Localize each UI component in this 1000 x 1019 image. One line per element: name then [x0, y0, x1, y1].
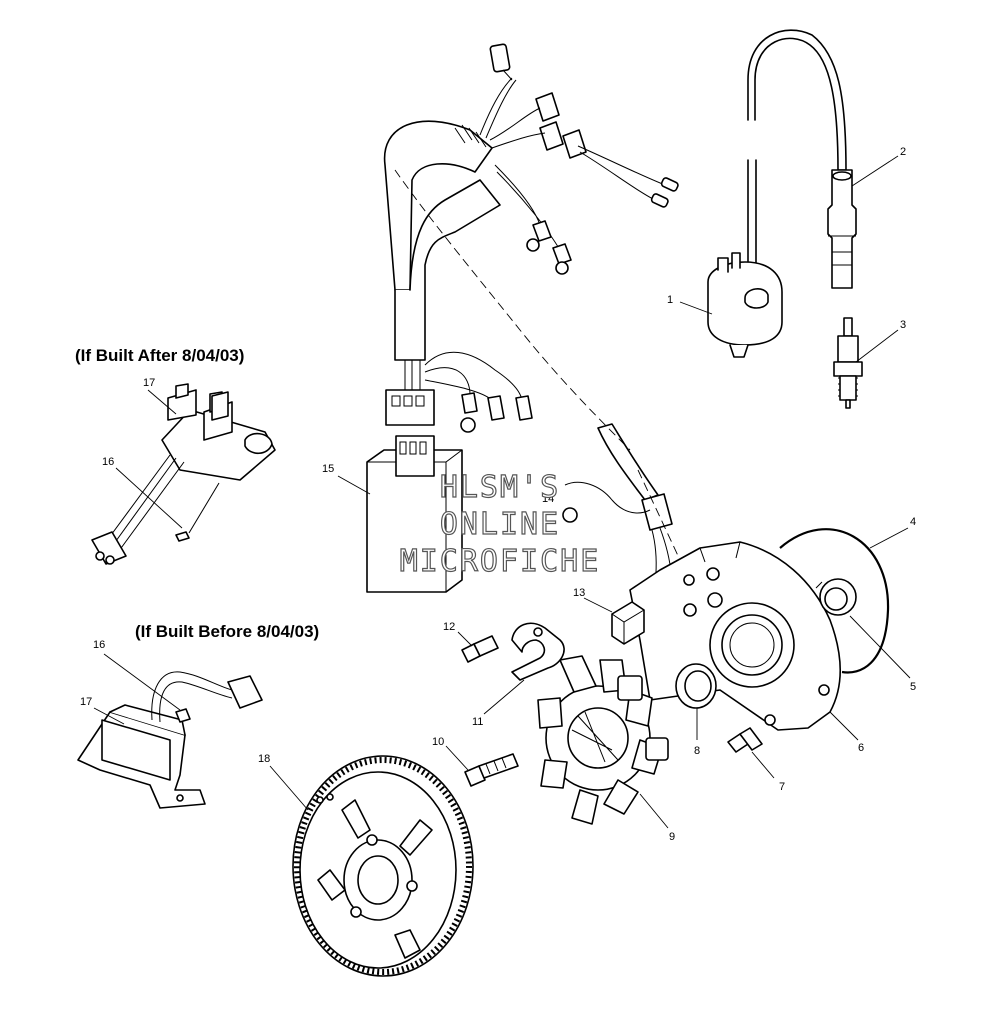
cdi-box[interactable] [366, 435, 463, 593]
watermark-line-1: HLSM'S [440, 470, 560, 505]
wire-clamp[interactable] [511, 622, 565, 681]
callout-17-before: 17 [80, 696, 92, 708]
flywheel[interactable] [292, 755, 474, 977]
callout-16-before: 16 [93, 639, 105, 651]
screw-10[interactable] [464, 753, 519, 787]
pickup-coil[interactable] [611, 601, 645, 645]
callout-7: 7 [779, 781, 785, 793]
inset-before-rectifier[interactable] [77, 671, 263, 809]
ignition-coil[interactable] [707, 29, 847, 358]
callout-11: 11 [472, 716, 483, 728]
callout-5: 5 [910, 681, 916, 693]
heading-built-after: (If Built After 8/04/03) [75, 346, 244, 365]
stator-plate[interactable] [629, 541, 841, 731]
callout-6: 6 [858, 742, 864, 754]
callout-16-after: 16 [102, 456, 114, 468]
bolt-7[interactable] [727, 727, 763, 753]
callout-17-after: 17 [143, 377, 155, 389]
watermark: HLSM'S ONLINE MICROFICHE [399, 469, 601, 579]
oil-seal-8[interactable] [675, 663, 717, 709]
spark-plug[interactable] [833, 317, 863, 409]
o-ring[interactable] [779, 528, 890, 674]
oil-seal-5[interactable] [815, 578, 857, 616]
inset-after-rectifier[interactable] [91, 383, 276, 565]
callout-14: 14 [542, 493, 554, 505]
leader-lines [93, 155, 911, 829]
callout-10: 10 [432, 736, 444, 748]
stator[interactable] [537, 655, 669, 825]
callout-12: 12 [443, 621, 455, 633]
callout-2: 2 [900, 146, 906, 158]
screw-12[interactable] [461, 635, 499, 663]
callout-15: 15 [322, 463, 334, 475]
watermark-line-3: MICROFICHE [400, 544, 601, 579]
heading-built-before: (If Built Before 8/04/03) [135, 622, 319, 641]
callout-13: 13 [573, 587, 585, 599]
callout-1: 1 [667, 294, 673, 306]
watermark-line-2: ONLINE [440, 507, 560, 542]
callout-18: 18 [258, 753, 270, 765]
callout-4: 4 [910, 516, 916, 528]
callout-8: 8 [694, 745, 700, 757]
callout-9: 9 [669, 831, 675, 843]
spark-plug-cap[interactable] [827, 169, 857, 289]
callout-3: 3 [900, 319, 906, 331]
wiring-harness[interactable] [383, 43, 679, 616]
